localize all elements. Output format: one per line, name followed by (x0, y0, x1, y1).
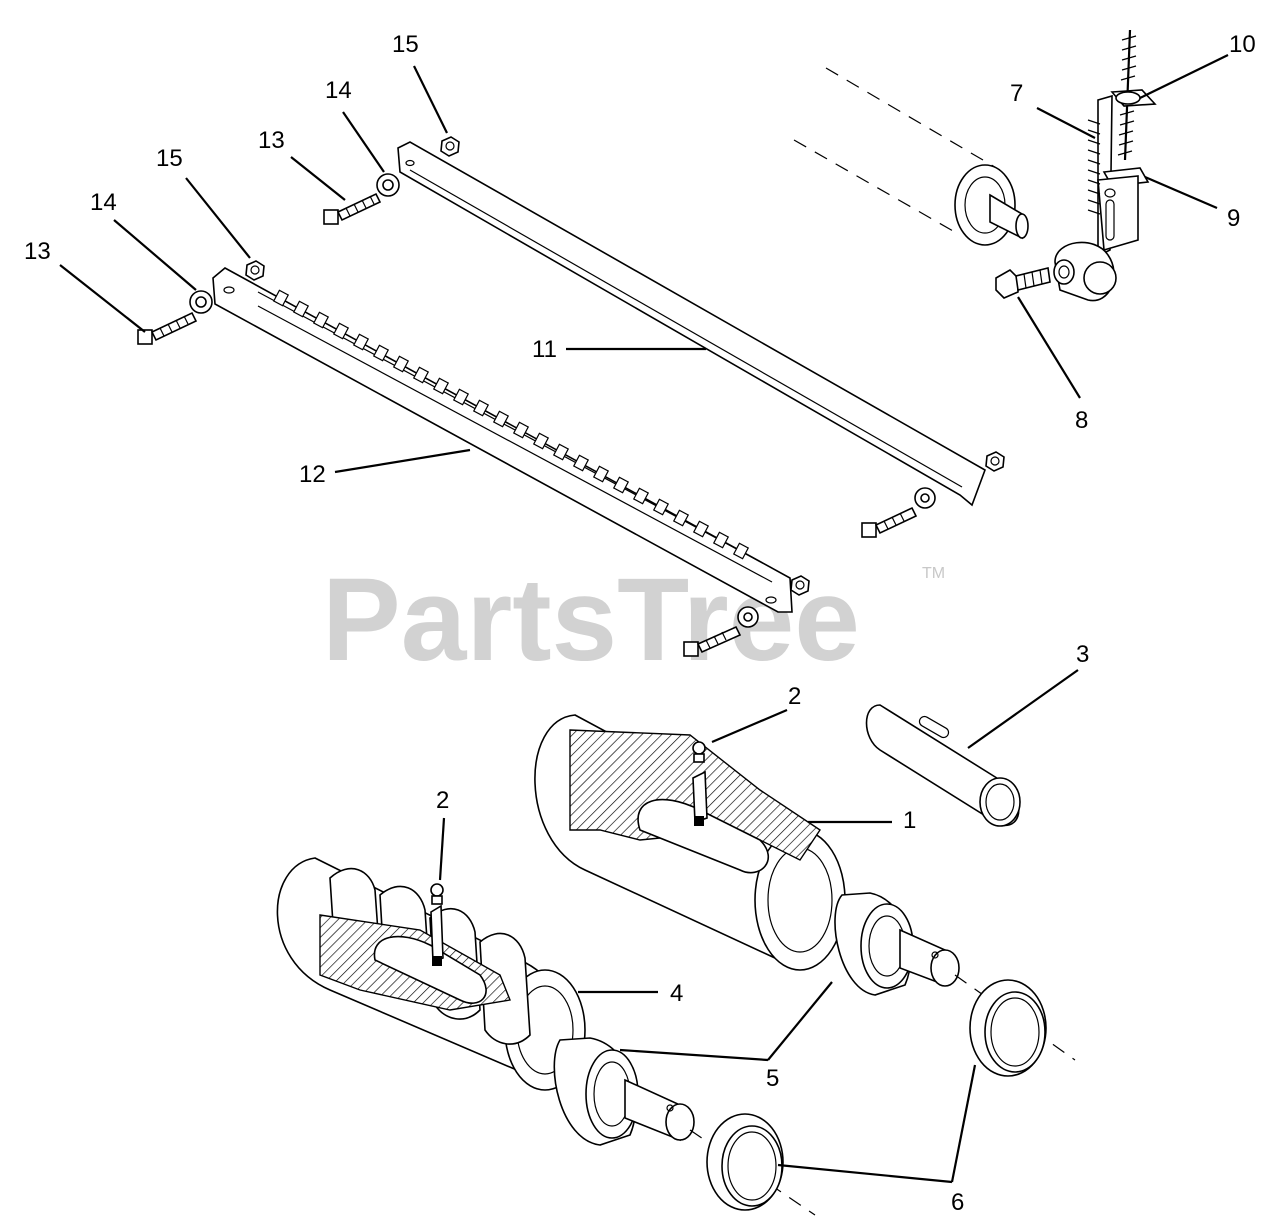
nut-15-left (245, 260, 265, 281)
bolt-lower-right-end (861, 451, 1005, 538)
callout-12: 12 (299, 461, 326, 488)
callout-15-upper: 15 (392, 31, 419, 58)
callout-3: 3 (1076, 641, 1089, 668)
callout-13-upper: 13 (258, 127, 285, 154)
bearing-5-lower (553, 1037, 695, 1146)
callout-11: 11 (532, 336, 557, 363)
bolt-13-upper (323, 192, 382, 225)
sleeve-3 (865, 704, 1021, 827)
comb-teeth (272, 289, 750, 560)
seal-ring-6-upper (969, 979, 1047, 1077)
callout-14-left: 14 (90, 189, 117, 216)
height-adjuster-bracket (1053, 29, 1157, 302)
callout-2-lower: 2 (436, 787, 449, 814)
callout-14-upper: 14 (325, 77, 352, 104)
rear-roller-1 (534, 714, 846, 971)
bolt-lower-left-end (683, 575, 810, 657)
callout-2-upper: 2 (788, 683, 801, 710)
washer-14-upper (376, 173, 400, 197)
callout-4: 4 (670, 980, 683, 1007)
bolt-8 (995, 267, 1051, 299)
nut-15-upper (440, 136, 460, 157)
grooved-roller-4 (276, 857, 586, 1091)
callout-7: 7 (1010, 80, 1023, 107)
bolt-13-left (137, 311, 198, 345)
callout-5: 5 (766, 1065, 779, 1092)
seal-ring-6-lower (706, 1113, 784, 1211)
callout-1: 1 (903, 807, 916, 834)
callout-13-left: 13 (24, 238, 51, 265)
callout-15-left: 15 (156, 145, 183, 172)
washer-14-left (189, 290, 213, 314)
front-roller-end (793, 67, 1029, 246)
callout-6: 6 (951, 1189, 964, 1216)
partstree-watermark: PartsTree TM (322, 554, 945, 686)
leader-lines (59, 54, 1229, 1184)
callout-labels: 13 14 15 13 14 15 11 12 7 10 9 8 3 2 1 2… (24, 31, 1256, 1216)
callout-10: 10 (1229, 31, 1256, 58)
callout-9: 9 (1227, 205, 1240, 232)
scraper-bar-11 (397, 141, 986, 507)
watermark-trademark: TM (922, 565, 945, 582)
callout-8: 8 (1075, 407, 1088, 434)
bearing-5-upper (834, 892, 960, 996)
comb-plate-12 (212, 267, 793, 613)
